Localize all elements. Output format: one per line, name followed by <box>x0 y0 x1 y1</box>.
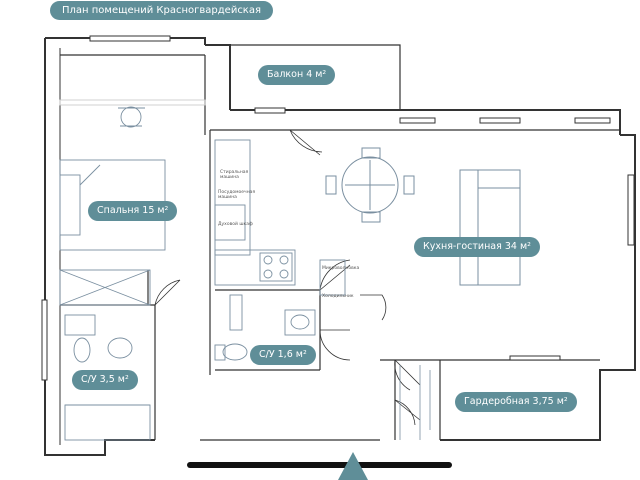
room-label-wardrobe: Гардеробная 3,75 м² <box>455 392 577 412</box>
plan-title: План помещений Красногвардейская <box>50 1 273 20</box>
wardrobe-shelves <box>399 365 431 440</box>
windows <box>41 35 635 381</box>
appliance-label-dishwasher: Посудомоечная машина <box>218 190 256 200</box>
room-label-kitchen-living: Кухня-гостиная 34 м² <box>414 237 540 257</box>
room-label-balcony: Балкон 4 м² <box>258 65 336 85</box>
room-label-bedroom: Спальня 15 м² <box>88 201 178 221</box>
sofa <box>459 169 521 286</box>
appliance-label-washer: Стиральная машина <box>220 170 249 180</box>
home-indicator-bar[interactable] <box>187 462 452 468</box>
room-label-bath-small: С/У 1,6 м² <box>250 345 316 365</box>
scroll-up-triangle-icon[interactable] <box>338 452 368 480</box>
appliance-label-oven: Духовой шкаф <box>218 222 253 227</box>
kitchen-furniture <box>214 139 346 296</box>
bathroom-fixtures <box>64 294 316 441</box>
appliance-label-fridge: Холодильник <box>322 294 354 299</box>
appliance-label-microwave: Микроволновка <box>322 266 360 271</box>
dining-table <box>325 147 415 223</box>
doors <box>154 129 421 426</box>
room-label-bath-large: С/У 3,5 м² <box>72 370 138 390</box>
